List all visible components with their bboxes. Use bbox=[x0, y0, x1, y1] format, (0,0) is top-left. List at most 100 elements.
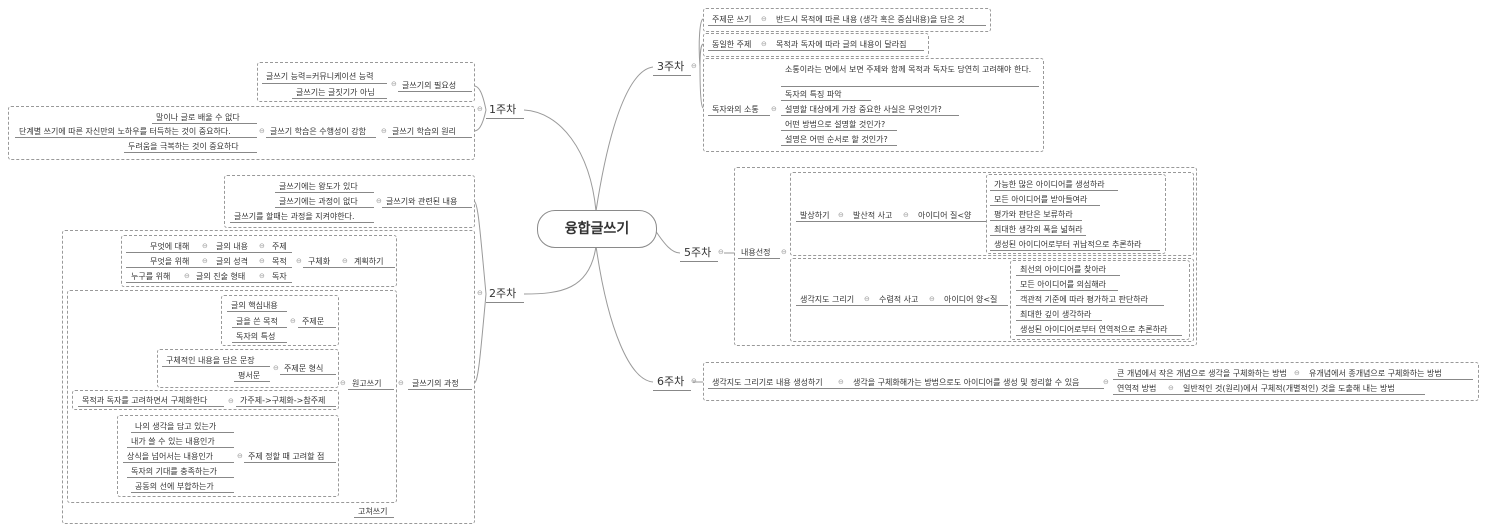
flow-label[interactable]: 가주제->구체화->참주제 bbox=[240, 396, 326, 405]
collapse-icon[interactable]: ⊖ bbox=[838, 211, 844, 219]
plan-question[interactable]: 무엇에 대해 bbox=[150, 242, 190, 251]
week6-row-a[interactable]: 큰 개념에서 작은 개념으로 생각을 구체화하는 방법 bbox=[1117, 369, 1287, 378]
thesis-form-item[interactable]: 구체적인 내용을 담은 문장 bbox=[166, 356, 255, 365]
mapping-item[interactable]: 최선의 아이디어를 찾아라 bbox=[1020, 265, 1107, 274]
collapse-icon[interactable]: ⊖ bbox=[718, 248, 724, 256]
consider-item[interactable]: 내가 쓸 수 있는 내용인가 bbox=[131, 437, 215, 446]
consider-item[interactable]: 공동의 선에 부합하는가 bbox=[135, 482, 214, 491]
principle-item[interactable]: 두려움을 극복하는 것이 중요하다 bbox=[128, 142, 239, 151]
collapse-icon[interactable]: ⊖ bbox=[381, 127, 387, 135]
collapse-icon[interactable]: ⊖ bbox=[781, 248, 787, 256]
drafting-label[interactable]: 원고쓰기 bbox=[352, 379, 382, 388]
week6-label[interactable]: 생각지도 그리기로 내용 생성하기 bbox=[712, 378, 823, 387]
week5-topic[interactable]: 5주차 bbox=[684, 246, 712, 259]
ideation-item[interactable]: 생성된 아이디어로부터 귀납적으로 추론하라 bbox=[994, 240, 1142, 249]
thesis-item[interactable]: 글을 쓴 목적 bbox=[236, 317, 278, 326]
collapse-icon[interactable]: ⊖ bbox=[259, 242, 265, 250]
necessity-label[interactable]: 글쓰기의 필요성 bbox=[402, 81, 457, 90]
plan-b[interactable]: 주제 bbox=[272, 242, 287, 251]
plan-question[interactable]: 누구를 위해 bbox=[131, 272, 171, 281]
collapse-icon[interactable]: ⊖ bbox=[838, 378, 844, 386]
plan-a[interactable]: 글의 진술 형태 bbox=[196, 272, 246, 281]
related-item[interactable]: 글쓰기에는 과정이 없다 bbox=[279, 197, 358, 206]
comm-item[interactable]: 독자의 특징 파악 bbox=[785, 90, 842, 99]
related-item[interactable]: 글쓰기를 할때는 과정을 지켜야한다. bbox=[234, 212, 355, 221]
comm-item[interactable]: 설명할 대상에게 가장 중요한 사실은 무엇인가? bbox=[785, 105, 942, 114]
ideation-item[interactable]: 가능한 많은 아이디어를 생성하라 bbox=[994, 180, 1105, 189]
collapse-icon[interactable]: ⊖ bbox=[184, 272, 190, 280]
collapse-icon[interactable]: ⊖ bbox=[202, 257, 208, 265]
consider-item[interactable]: 상식을 넘어서는 내용인가 bbox=[127, 452, 214, 461]
ideation-item[interactable]: 평가와 판단은 보류하라 bbox=[994, 210, 1073, 219]
plan-b[interactable]: 목적 bbox=[272, 257, 287, 266]
consider-item[interactable]: 독자의 기대를 충족하는가 bbox=[131, 467, 218, 476]
week3-item-label[interactable]: 주제문 쓰기 bbox=[712, 15, 752, 24]
week6-desc[interactable]: 생각을 구체화해가는 방법으로도 아이디어를 생성 및 정리할 수 있음 bbox=[853, 378, 1080, 387]
collapse-icon[interactable]: ⊖ bbox=[398, 379, 404, 387]
collapse-icon[interactable]: ⊖ bbox=[202, 242, 208, 250]
collapse-icon[interactable]: ⊖ bbox=[228, 397, 234, 405]
thesis-form-item[interactable]: 평서문 bbox=[238, 371, 261, 380]
week3-item-detail[interactable]: 반드시 목적에 따른 내용 (생각 혹은 중심내용)을 담은 것 bbox=[776, 15, 965, 24]
collapse-icon[interactable]: ⊖ bbox=[340, 379, 346, 387]
collapse-icon[interactable]: ⊖ bbox=[929, 295, 935, 303]
consider-item[interactable]: 나의 생각을 담고 있는가 bbox=[135, 422, 217, 431]
collapse-icon[interactable]: ⊖ bbox=[273, 364, 279, 372]
comm-item[interactable]: 설명은 어떤 순서로 할 것인가? bbox=[785, 135, 888, 144]
plan-a[interactable]: 글의 내용 bbox=[216, 242, 248, 251]
principle-item[interactable]: 단계별 쓰기에 따른 자신만의 노하우를 터득하는 것이 중요하다. bbox=[19, 127, 231, 136]
collapse-icon[interactable]: ⊖ bbox=[259, 127, 265, 135]
plan-b[interactable]: 독자 bbox=[272, 272, 287, 281]
principle-label[interactable]: 글쓰기 학습의 원리 bbox=[392, 127, 456, 136]
week3-topic[interactable]: 3주차 bbox=[657, 60, 685, 73]
principle-item[interactable]: 말이나 글로 배울 수 없다 bbox=[156, 113, 240, 122]
week3-item-detail[interactable]: 목적과 독자에 따라 글의 내용이 달라짐 bbox=[776, 40, 907, 49]
collapse-icon[interactable]: ⊖ bbox=[296, 257, 302, 265]
ideation-thinking[interactable]: 발산적 사고 bbox=[853, 211, 893, 220]
topic-selection-label[interactable]: 내용선정 bbox=[741, 248, 771, 257]
collapse-icon[interactable]: ⊖ bbox=[477, 289, 483, 297]
comm-item[interactable]: 어떤 방법으로 설명할 것인가? bbox=[785, 120, 886, 129]
planning-label[interactable]: 계획하기 bbox=[354, 257, 384, 266]
related-label[interactable]: 글쓰기와 관련된 내용 bbox=[386, 197, 458, 206]
plan-question[interactable]: 무엇을 위해 bbox=[150, 257, 190, 266]
collapse-icon[interactable]: ⊖ bbox=[761, 40, 767, 48]
ideation-mode[interactable]: 아이디어 질<양 bbox=[918, 211, 972, 220]
week1-topic[interactable]: 1주차 bbox=[489, 103, 517, 116]
principle-sub[interactable]: 글쓰기 학습은 수행성이 강함 bbox=[270, 127, 366, 136]
necessity-item[interactable]: 글쓰기는 글짓기가 아님 bbox=[296, 88, 375, 97]
thesis-item[interactable]: 독자의 특성 bbox=[236, 332, 276, 341]
mapping-item[interactable]: 최대한 깊이 생각하라 bbox=[1020, 310, 1092, 319]
mapping-item[interactable]: 객관적 기준에 따라 평가하고 판단하라 bbox=[1020, 295, 1148, 304]
flow-item[interactable]: 목적과 독자를 고려하면서 구체화한다 bbox=[82, 396, 208, 405]
week6-row-b[interactable]: 유개념에서 종개념으로 구체화하는 방법 bbox=[1309, 369, 1442, 378]
week3-item-label[interactable]: 동일한 주제 bbox=[712, 40, 752, 49]
collapse-icon[interactable]: ⊖ bbox=[237, 452, 243, 460]
concretize-label[interactable]: 구체화 bbox=[308, 257, 331, 266]
thesis-form-label[interactable]: 주제문 형식 bbox=[284, 364, 324, 373]
mapping-mode[interactable]: 아이디어 양<질 bbox=[944, 295, 998, 304]
week2-topic[interactable]: 2주차 bbox=[489, 287, 517, 300]
related-item[interactable]: 글쓰기에는 왕도가 있다 bbox=[279, 182, 358, 191]
collapse-icon[interactable]: ⊖ bbox=[342, 257, 348, 265]
collapse-icon[interactable]: ⊖ bbox=[1103, 378, 1109, 386]
collapse-icon[interactable]: ⊖ bbox=[376, 197, 382, 205]
mapping-item[interactable]: 생성된 아이디어로부터 연역적으로 추론하라 bbox=[1020, 325, 1168, 334]
thesis-label[interactable]: 주제문 bbox=[302, 317, 325, 326]
collapse-icon[interactable]: ⊖ bbox=[903, 211, 909, 219]
revise-label[interactable]: 고쳐쓰기 bbox=[358, 507, 388, 516]
mapping-item[interactable]: 모든 아이디어를 의심해라 bbox=[1020, 280, 1107, 289]
mapping-label[interactable]: 생각지도 그리기 bbox=[800, 295, 855, 304]
comm-label[interactable]: 독자와의 소통 bbox=[712, 105, 759, 114]
ideation-item[interactable]: 모든 아이디어를 받아들여라 bbox=[994, 195, 1088, 204]
collapse-icon[interactable]: ⊖ bbox=[864, 295, 870, 303]
week6-row-b[interactable]: 일반적인 것(원리)에서 구체적(개별적인) 것을 도출해 내는 방법 bbox=[1183, 384, 1395, 393]
process-label[interactable]: 글쓰기의 과정 bbox=[412, 379, 459, 388]
collapse-icon[interactable]: ⊖ bbox=[391, 80, 397, 88]
mapping-thinking[interactable]: 수렴적 사고 bbox=[879, 295, 919, 304]
consider-label[interactable]: 주제 정할 때 고려할 점 bbox=[248, 452, 325, 461]
necessity-item[interactable]: 글쓰기 능력=커뮤니케이션 능력 bbox=[266, 72, 374, 81]
ideation-label[interactable]: 발상하기 bbox=[800, 211, 830, 220]
comm-note[interactable]: 소통이라는 면에서 보면 주제와 함께 목적과 독자도 당연히 고려해야 한다. bbox=[785, 65, 1032, 74]
collapse-icon[interactable]: ⊖ bbox=[290, 317, 296, 325]
